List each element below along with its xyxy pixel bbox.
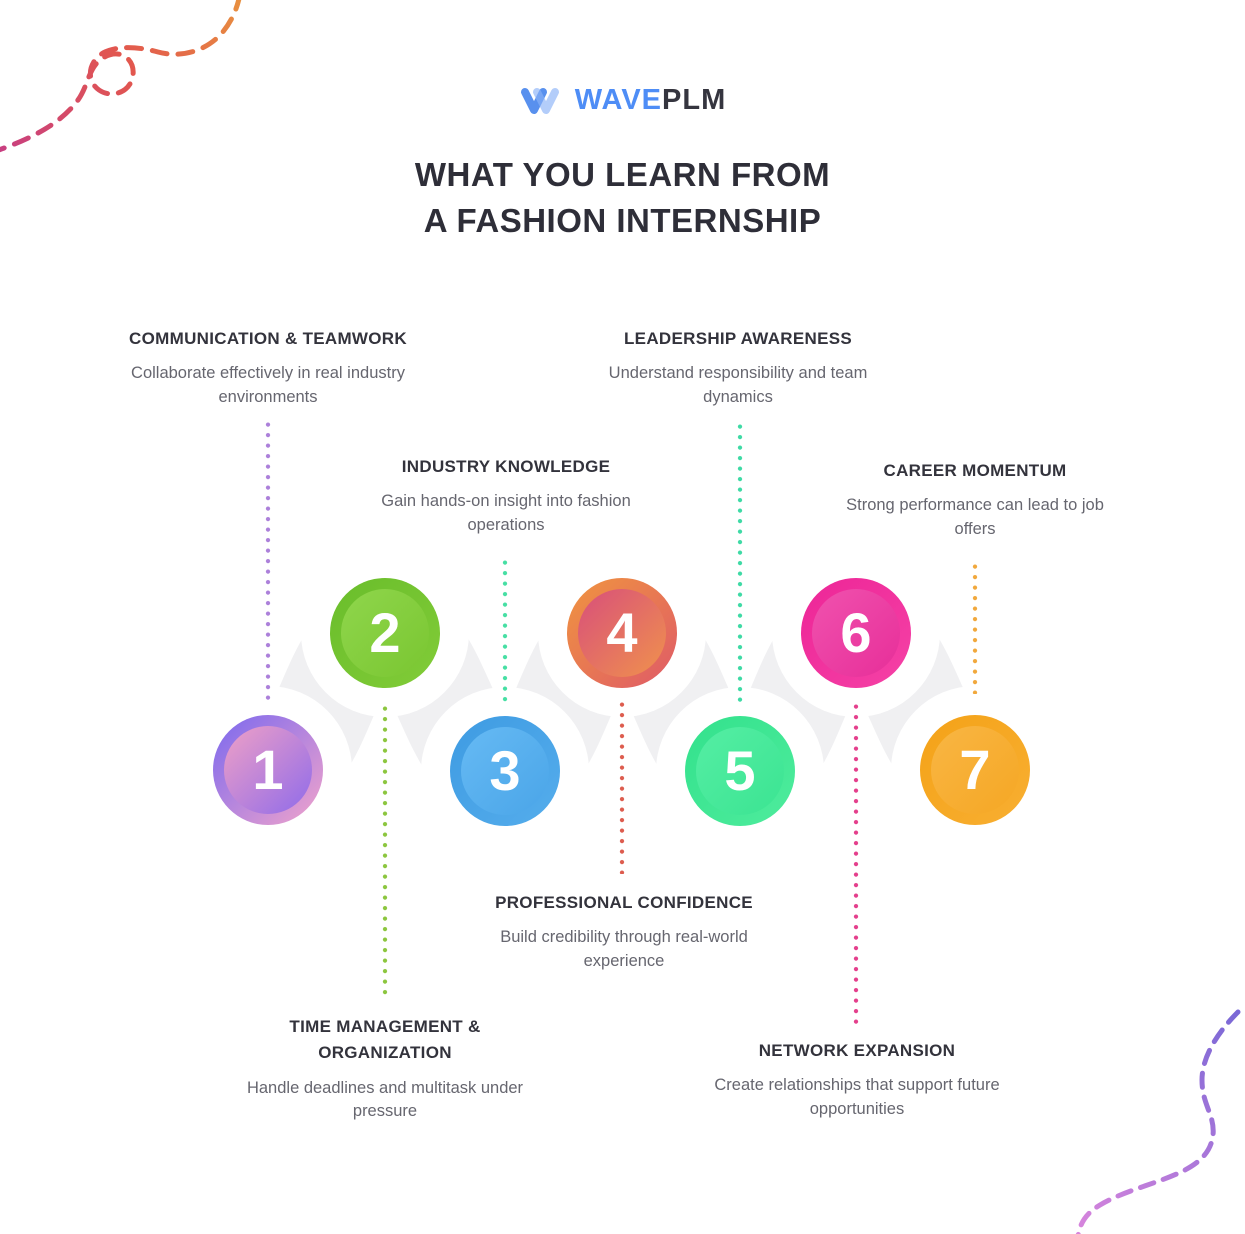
step-circle-7: 7 xyxy=(920,715,1030,825)
step-description-7: Strong performance can lead to job offer… xyxy=(846,496,1104,538)
step-circle-6: 6 xyxy=(801,578,911,688)
step-label-1: COMMUNICATION & TEAMWORK Collaborate eff… xyxy=(103,326,433,409)
brand-name: WAVEPLM xyxy=(575,84,726,117)
step-number-2: 2 xyxy=(369,601,401,664)
step-circle-2-inner: 2 xyxy=(341,589,429,677)
dotted-connector-5 xyxy=(737,424,743,706)
step-description-4: Build credibility through real-world exp… xyxy=(500,928,748,970)
step-circle-2: 2 xyxy=(330,578,440,688)
dashed-squiggle-bottom-right xyxy=(1075,1009,1241,1234)
step-circle-3: 3 xyxy=(450,716,560,826)
step-circle-5-inner: 5 xyxy=(696,727,784,815)
step-circle-4-inner: 4 xyxy=(578,589,666,677)
step-heading-7: CAREER MOMENTUM xyxy=(883,461,1067,480)
step-heading-5: LEADERSHIP AWARENESS xyxy=(624,329,852,348)
brand-name-secondary: PLM xyxy=(662,84,727,116)
dotted-connector-1 xyxy=(265,422,271,702)
step-description-2: Handle deadlines and multitask under pre… xyxy=(246,1078,524,1121)
step-heading-2: TIME MANAGEMENT & ORGANIZATION xyxy=(289,1017,481,1063)
step-circle-4: 4 xyxy=(567,578,677,688)
step-heading-3: INDUSTRY KNOWLEDGE xyxy=(401,457,611,476)
step-circle-5: 5 xyxy=(685,716,795,826)
brand-logo: WAVEPLM xyxy=(0,84,1245,117)
step-number-3: 3 xyxy=(489,739,521,802)
step-label-7: CAREER MOMENTUM Strong performance can l… xyxy=(825,458,1125,541)
step-description-5: Understand responsibility and team dynam… xyxy=(608,364,868,406)
step-description-6: Create relationships that support future… xyxy=(714,1076,1000,1118)
step-circle-7-inner: 7 xyxy=(931,726,1019,814)
step-heading-4: PROFESSIONAL CONFIDENCE xyxy=(495,893,753,912)
step-label-3: INDUSTRY KNOWLEDGE Gain hands-on insight… xyxy=(351,454,661,537)
page-title: WHAT YOU LEARN FROM A FASHION INTERNSHIP xyxy=(0,152,1245,243)
step-circle-6-inner: 6 xyxy=(812,589,900,677)
waveplm-logo-icon xyxy=(520,87,559,114)
step-circle-3-inner: 3 xyxy=(461,727,549,815)
dotted-connector-3 xyxy=(502,560,508,702)
step-number-5: 5 xyxy=(724,739,756,802)
step-number-6: 6 xyxy=(840,601,872,664)
step-label-5: LEADERSHIP AWARENESS Understand responsi… xyxy=(583,326,893,409)
step-circle-1: 1 xyxy=(213,715,323,825)
step-label-4: PROFESSIONAL CONFIDENCE Build credibilit… xyxy=(469,890,779,973)
step-number-7: 7 xyxy=(959,738,991,801)
step-number-4: 4 xyxy=(606,601,638,664)
step-heading-6: NETWORK EXPANSION xyxy=(758,1041,956,1060)
step-number-1: 1 xyxy=(252,738,284,801)
step-description-1: Collaborate effectively in real industry… xyxy=(131,364,405,406)
step-label-2: TIME MANAGEMENT & ORGANIZATION Handle de… xyxy=(235,1014,535,1124)
step-heading-1: COMMUNICATION & TEAMWORK xyxy=(129,329,407,348)
dotted-connector-6 xyxy=(853,704,859,1024)
step-label-6: NETWORK EXPANSION Create relationships t… xyxy=(712,1038,1002,1121)
page-title-line2: A FASHION INTERNSHIP xyxy=(423,201,822,239)
dotted-connector-7 xyxy=(972,564,978,694)
brand-name-primary: WAVE xyxy=(574,84,663,116)
step-circle-1-inner: 1 xyxy=(224,726,312,814)
dotted-connector-4 xyxy=(619,702,625,874)
step-description-3: Gain hands-on insight into fashion opera… xyxy=(381,492,631,534)
dotted-connector-2 xyxy=(382,706,388,998)
page-title-line1: WHAT YOU LEARN FROM xyxy=(414,156,831,193)
